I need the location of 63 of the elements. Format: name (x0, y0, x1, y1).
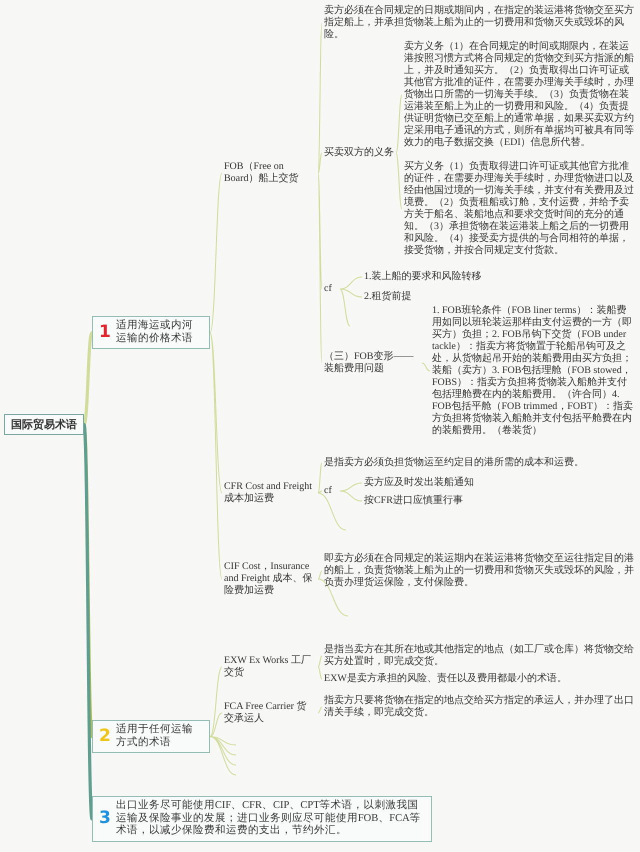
topic-text: CIF Cost，Insurance and Freight 成本、保险费加运费 (222, 560, 318, 598)
branch-topic-box (92, 720, 210, 754)
branch-line (82, 424, 94, 820)
topic-text: 指卖方只要将货物在指定的地点交给买方指定的承运人，并办理了出口清关手续，即完成交货。 (322, 694, 636, 720)
topic-text: 1.装上船的要求和风险转移 (362, 270, 562, 284)
branch-line (210, 172, 222, 334)
branch-line (210, 332, 222, 580)
topic-number: 1 (99, 324, 111, 342)
branch-line (318, 172, 322, 290)
branch-line (318, 570, 322, 580)
branch-line (210, 736, 236, 766)
branch-line (210, 736, 236, 776)
topic-text: （三）FOB变形——装船费用问题 (322, 350, 422, 376)
topic-text: CFR Cost and Freight 成本加运费 (222, 480, 318, 506)
topic-text: cf (322, 484, 340, 498)
branch-line (318, 22, 322, 174)
topic-text: 即卖方必须在合同规定的装运期内在装运港将货物交至运往指定目的港的船上，负责货物装上船为止的一切费用和货物灭失或毁坏的风险，并负责办理货运保险，支付保险费。 (322, 552, 636, 590)
topic-text: 2.租货前提 (362, 290, 562, 304)
topic-number: 2 (99, 728, 111, 746)
branch-line (210, 666, 222, 738)
topic-text: 买方义务（1）负责取得进口许可证或其他官方批准的证件，在需要办理海关手续时，办理货物进口以及经由他国过境的一切海关手续，并支付有关费用及过境费。（2）负责租船或订舱，支付运费，并给予卖方关于船名、装船地点和要求交货时间的充分的通知。（3）承担货物在装运港装上船之后的一切费用和风险。（4）接受卖方提供的与合同相符的单据，接受货物，并按合同规定支付货款。 (402, 160, 636, 258)
branch-line (318, 578, 348, 616)
branch-line (318, 152, 322, 174)
branch-line (318, 492, 346, 530)
branch-line (318, 490, 322, 494)
branch-line (340, 288, 350, 326)
topic-text: cf (322, 282, 340, 296)
topic-label: 适用海运或内河运输的价格术语 (116, 320, 194, 346)
branch-line (210, 712, 222, 738)
branch-line (210, 736, 236, 756)
topic-text: 卖方必须在合同规定的日期或期间内，在指定的装运港将货物交至买方指定船上，并承担货物装上船为止的一切费用和货物灭失或毁坏的风险。 (322, 4, 636, 42)
branch-line (396, 94, 402, 154)
topic-text: EXW是卖方承担的风险、责任以及费用都最小的术语。 (322, 672, 636, 686)
branch-line (318, 666, 322, 680)
branch-topic-box (92, 796, 432, 842)
branch-line (318, 462, 322, 494)
branch-line (340, 276, 362, 290)
topic-text: 1. FOB班轮条件（FOB liner terms）：装船费用如同以班轮装运那样由支付运费的一方（即买方）负担；2. FOB吊钩下交货（FOB under tackle）：指卖方将货物置于轮船吊钩可及之处，从货物起吊开始的装船费用由买方负担；装船（卖方）3. FOB包括理舱（FOB stowed，FOBS）：指卖方负担将货物装入船舱并支付包括理舱费在内的装船费用。（许合同）4. FOB包括平舱（FOB trimmed，FOBT）：指卖方负担将货物装入船舱并支付包括平舱费在内的装船费用。（卷装货） (430, 304, 636, 438)
branch-line (396, 152, 402, 210)
branch-line (340, 490, 362, 502)
branch-line (210, 332, 222, 494)
topic-text: 是指当卖方在其所在地或其他指定的地点（如工厂或仓库）将货物交给买方处置时，即完成交货。 (322, 643, 636, 669)
topic-text: 买卖双方的义务 (322, 146, 396, 160)
topic-label: 适用于任何运输方式的术语 (116, 724, 194, 750)
topic-number: 3 (99, 810, 111, 828)
topic-text: FCA Free Carrier 货交承运人 (222, 700, 318, 726)
topic-text: 是指卖方必须负担货物运至约定目的港所需的成本和运费。 (322, 456, 636, 470)
branch-line (422, 362, 430, 372)
branch-line (340, 288, 362, 298)
branch-line (82, 332, 94, 426)
root-topic-box (4, 414, 84, 436)
branch-line (340, 482, 362, 492)
topic-text: 按CFR进口应慎重行事 (362, 494, 562, 508)
topic-text: 卖方应及时发出装船通知 (362, 476, 562, 490)
branch-line (318, 172, 322, 364)
topic-label: 出口业务尽可能使用CIF、CFR、CIP、CPT等术语，以刺激我国运输及保险事业的发展；进口业务则应尽可能使用FOB、FCA等术语，以减少保险费和运费的支出，节约外汇。 (116, 800, 422, 838)
topic-text: FOB（Free on Board）船上交货 (222, 160, 318, 186)
topic-text: EXW Ex Works 工厂交货 (222, 654, 318, 680)
topic-label: 国际贸易术语 (11, 418, 77, 432)
branch-line (318, 706, 322, 714)
branch-line (318, 656, 322, 668)
topic-text: 卖方义务（1）在合同规定的时间或期限内，在装运港按照习惯方式将合同规定的货物交到买方指派的船上，并及时通知买方。（2）负责取得出口许可证或其他官方批准的证件，在需要办理海关手续时，办理货物出口所需的一切海关手续。（3）负责货物在装运港装至船上为止的一切费用和风险。（4）负责提供证明货物已交至船上的通常单据，如果买卖双方约定采用电子通讯的方式，则所有单据均可被具有同等效力的电子数据交换（EDI）信息所代替。 (402, 40, 636, 150)
branch-topic-box (92, 316, 210, 350)
